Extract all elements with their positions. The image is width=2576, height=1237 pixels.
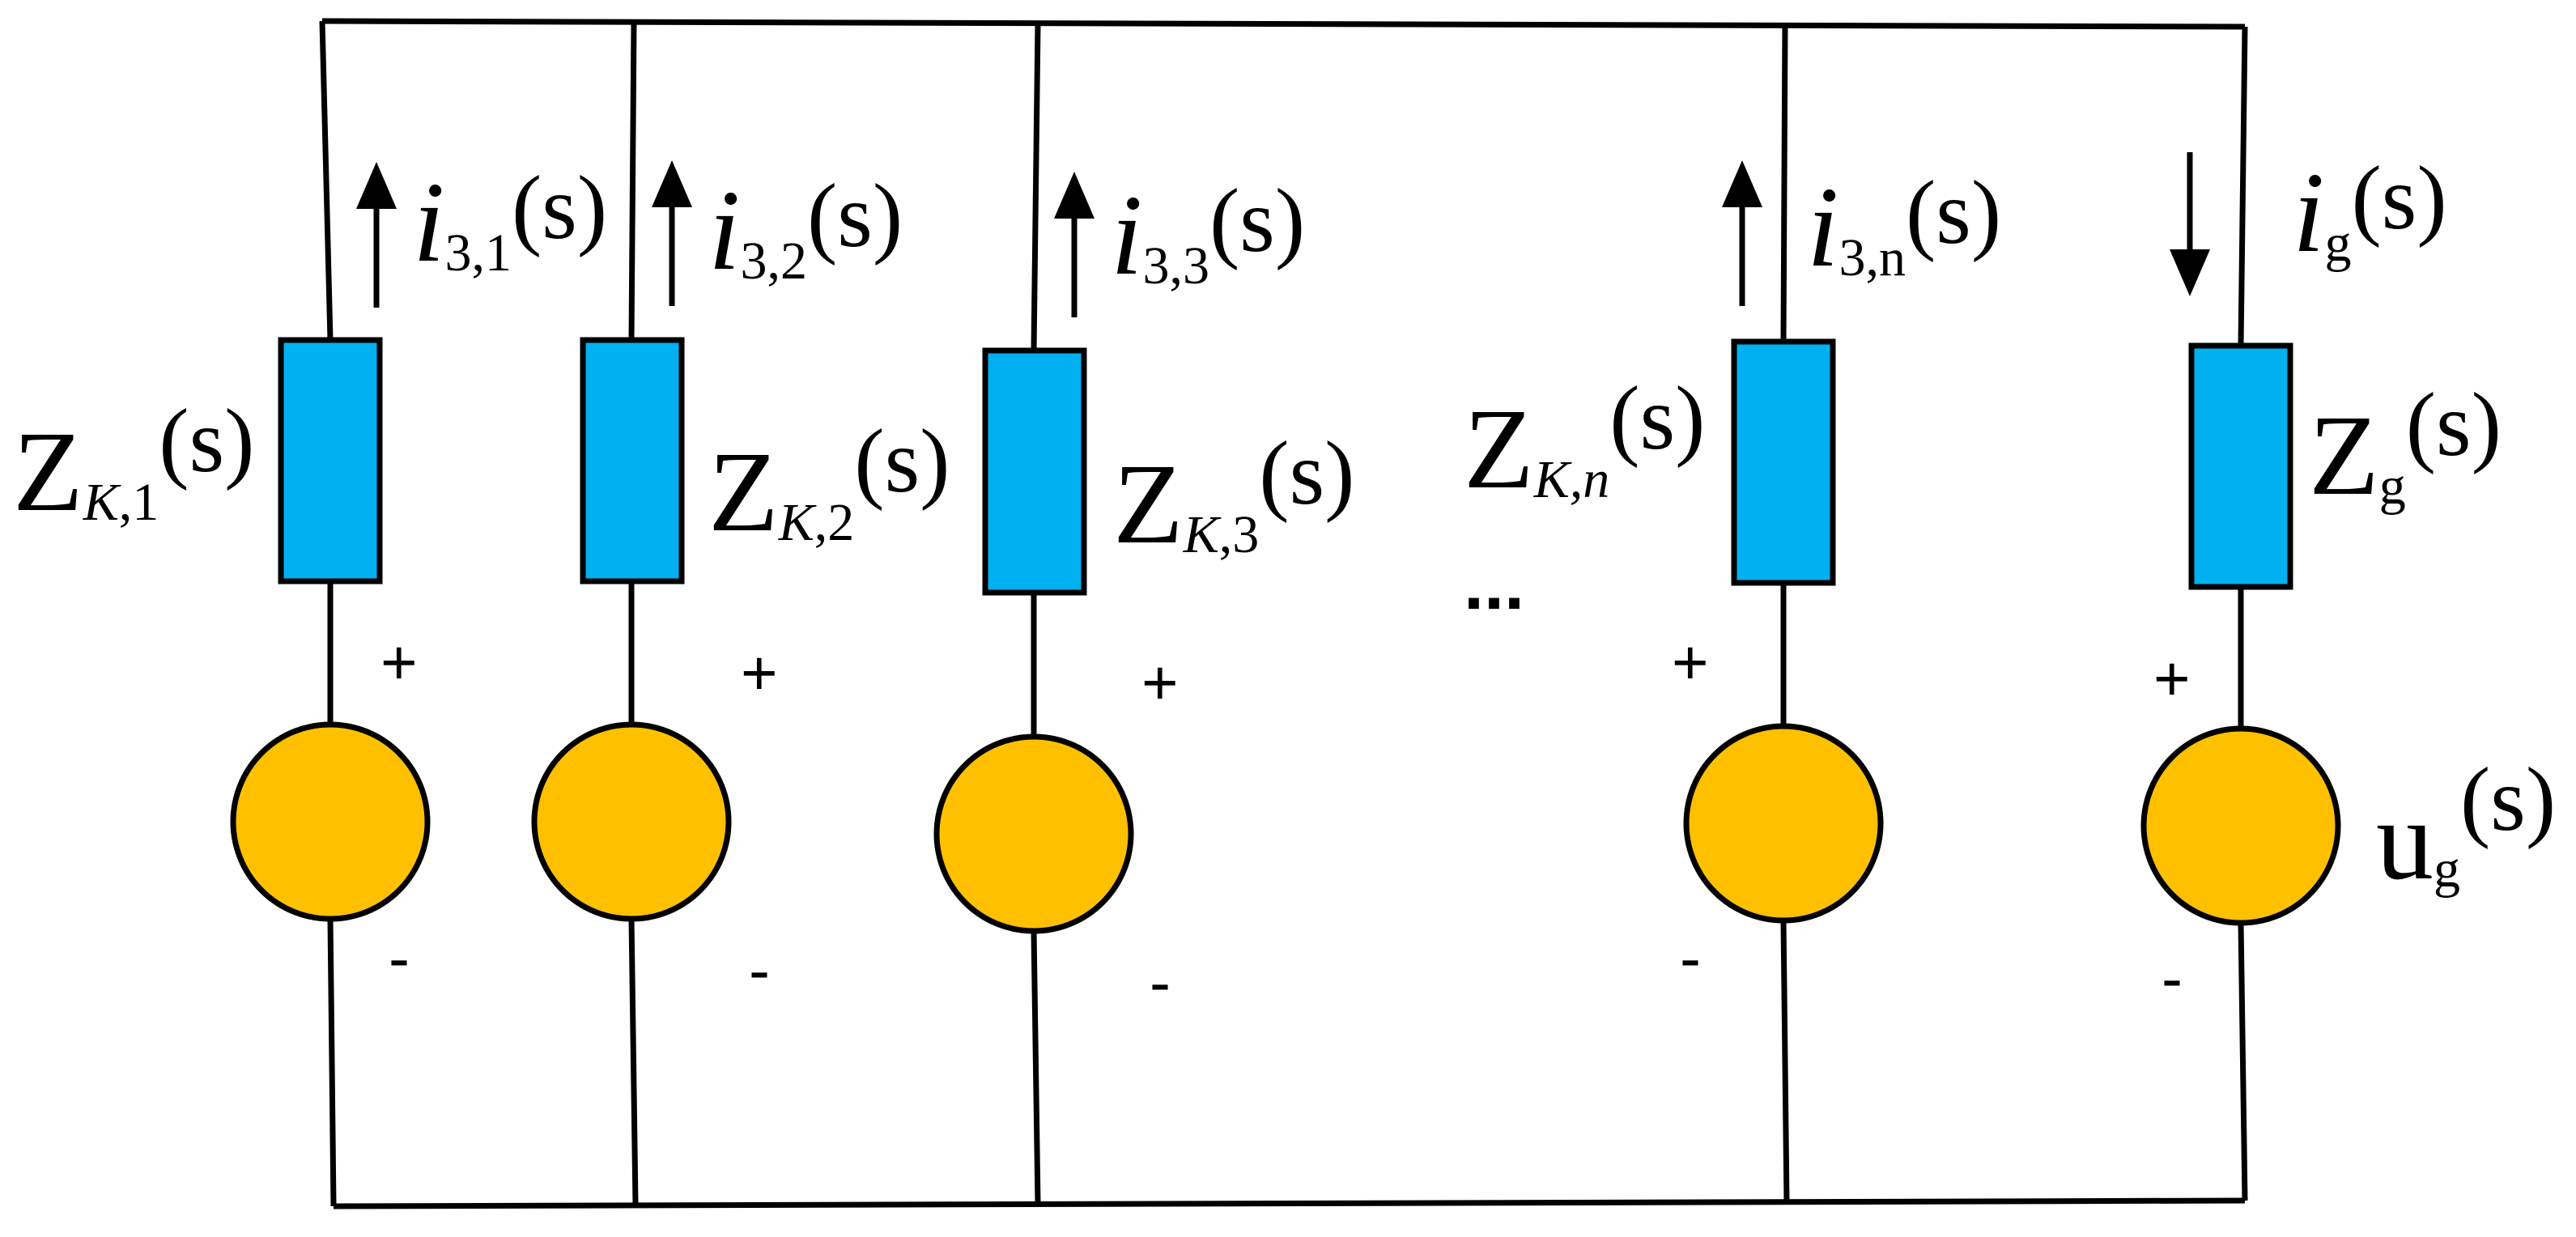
impedance-label-3: ZK,3(s) [1113,423,1354,567]
arrow-up-icon [1722,160,1762,306]
minus-sign: - [749,934,770,1005]
plus-sign: + [1672,627,1709,698]
source-label-g: ug(s) [2376,750,2556,903]
impedance-3-box [982,347,1087,596]
wires [319,18,2248,1209]
current-label-n: i3,n(s) [1807,163,2001,291]
minus-sign: - [1680,922,1701,993]
impedance-label-g: Zg(s) [2309,375,2502,519]
minus-sign: - [2162,942,2183,1014]
branch-2-wire-bottom [628,918,639,1205]
sources [230,721,2341,934]
source-1-circle [230,721,431,922]
top-rail [321,18,2246,30]
impedances [278,337,2293,596]
impedance-label-1: ZK,1(s) [13,391,254,535]
plus-sign: + [380,627,418,698]
plus-sign: + [1141,647,1179,718]
arrow-up-icon [356,162,397,308]
plus-sign: + [741,637,778,708]
plus-sign: + [2153,643,2191,714]
arrow-up-icon [652,160,692,306]
branch-1-wire-bottom [327,918,337,1207]
impedance-n-box [1731,338,1836,586]
current-arrows [356,152,2210,317]
branch-3-wire-bottom [1031,930,1041,1205]
branch-g-wire-top [2238,26,2248,346]
minus-sign: - [1150,946,1171,1018]
branch-3-wire-top [1031,23,1041,351]
branch-g-wire-bottom [2238,922,2248,1201]
impedance-1-box [278,337,383,584]
source-2-circle [531,721,732,922]
current-label-1: i3,1(s) [413,158,607,286]
source-g-circle [2140,725,2341,926]
impedance-2-box [580,337,685,584]
arrow-down-icon [2170,152,2210,296]
minus-sign: - [389,922,410,993]
branch-1-wire-top [319,20,334,341]
current-label-g: ig(s) [2293,148,2447,276]
impedance-label-2: ZK,2(s) [708,411,950,555]
current-label-2: i3,2(s) [708,166,903,294]
branch-n-wire-top [1780,25,1788,342]
polarity-signs: + - + - + - + - + - [380,627,2191,1018]
impedance-g-box [2188,342,2293,590]
current-label-3: i3,3(s) [1111,171,1305,299]
arrow-up-icon [1054,172,1095,317]
branch-n-wire-bottom [1780,920,1790,1203]
bottom-rail [333,1197,2246,1209]
source-3-circle [933,733,1134,934]
impedance-label-n: ZK,n(s) [1464,368,1705,512]
branch-2-wire-top [628,22,637,341]
ellipsis: ... [1464,544,1524,625]
source-n-circle [1683,723,1884,924]
